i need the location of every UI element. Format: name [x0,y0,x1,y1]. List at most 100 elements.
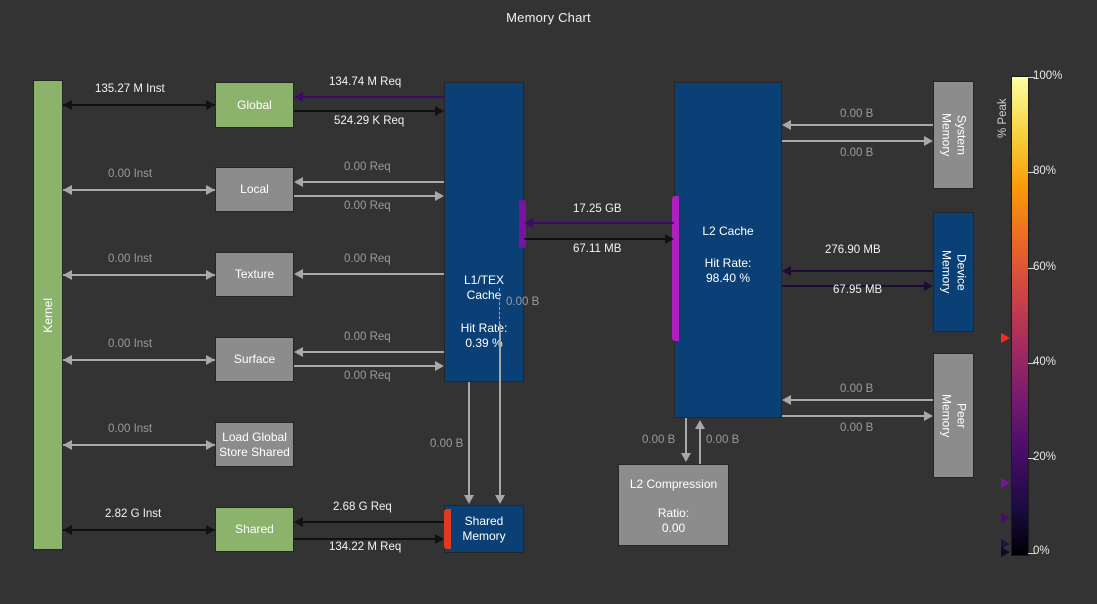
l2-throughput-bar [672,196,679,341]
node-l1tex-hitrate-label: Hit Rate: [460,321,508,335]
edge-label-comp-down: 0.00 B [642,434,676,446]
edge-label-devmem-in: 276.90 MB [825,244,881,256]
node-system-memory[interactable]: System Memory [933,81,974,189]
edge-kernel-shared-arrow-left [63,525,72,535]
edge-surface-to-l1-arrow [435,361,444,371]
colorbar-tick-40 [1028,363,1035,364]
edge-kernel-lgss-arrow-right [206,440,215,450]
edge-l1-to-smem-a-arrow [464,495,474,504]
colorbar-label-60: 60% [1033,261,1057,273]
edge-l2-to-l2comp [685,418,687,455]
edge-label-l2-to-l1: 17.25 GB [573,203,622,215]
edge-kernel-shared [63,529,215,531]
edge-label-comp-up: 0.00 B [706,434,740,446]
edge-kernel-local-arrow-right [206,185,215,195]
edge-l1-to-smem-a [468,382,470,497]
edge-l2-to-sysmem-arrow [924,136,933,146]
node-shared-memory[interactable]: Shared Memory [444,505,524,553]
edge-label-l1-to-smem-a: 0.00 B [430,438,464,450]
edge-l1-to-global-arrow [294,92,303,102]
node-system-memory-label: System Memory [939,113,969,157]
node-shared-memory-label: Shared Memory [462,514,506,543]
edge-label-kernel-surface: 0.00 Inst [108,338,153,350]
colorbar-tick-100 [1028,77,1035,78]
shared-memory-throughput-bar [444,509,451,549]
edge-label-surface-in: 0.00 Req [344,331,391,343]
page-title: Memory Chart [506,10,591,25]
edge-l2comp-to-l2-arrow [695,420,705,429]
edge-l2-to-peermem [782,415,924,417]
node-local[interactable]: Local [215,167,294,212]
node-l2-hitrate-label: Hit Rate: [704,256,752,270]
edge-shared-to-smem-arrow [435,534,444,544]
edge-label-surface-out: 0.00 Req [344,370,391,382]
edge-l1-to-smem-b [499,324,501,497]
node-device-memory-label: Device Memory [939,250,969,294]
edge-l1-to-smem-b-dashed [499,288,500,324]
colorbar-marker-5 [1001,547,1010,557]
node-peer-memory-label: Peer Memory [939,393,969,438]
edge-label-devmem-out: 67.95 MB [833,284,883,296]
colorbar-tick-20 [1028,458,1035,459]
edge-l2-to-l1-arrow [524,218,533,228]
node-device-memory[interactable]: Device Memory [933,212,974,332]
node-kernel[interactable]: Kernel [33,80,63,550]
node-surface[interactable]: Surface [215,337,294,382]
edge-sysmem-to-l2-arrow [782,120,791,130]
node-peer-memory[interactable]: Peer Memory [933,353,974,478]
node-global[interactable]: Global [215,82,294,128]
edge-smem-to-shared-arrow [294,517,303,527]
colorbar-marker-1 [1001,333,1010,343]
edge-l1-to-local [303,181,444,183]
node-shared-label: Shared [235,522,274,536]
edge-l1-to-l2 [524,238,665,240]
edge-kernel-surface-arrow-right [206,355,215,365]
edge-kernel-texture [63,274,215,276]
colorbar-gradient [1011,76,1029,556]
edge-kernel-texture-arrow-left [63,270,72,280]
colorbar-label-80: 80% [1033,165,1057,177]
edge-kernel-local-arrow-left [63,185,72,195]
edge-l2comp-to-l2 [699,428,701,464]
edge-label-peermem-in: 0.00 B [840,383,874,395]
edge-label-sysmem-in: 0.00 B [840,108,874,120]
colorbar-tick-80 [1028,172,1035,173]
edge-l1-to-local-arrow [294,177,303,187]
edge-surface-to-l1 [294,365,435,367]
edge-smem-to-shared [303,521,444,523]
node-texture[interactable]: Texture [215,252,294,297]
edge-l1-to-global [303,96,444,98]
edge-kernel-global-arrow-left [63,100,72,110]
node-texture-label: Texture [234,267,275,281]
node-l2-compression[interactable]: L2 Compression Ratio: 0.00 [618,464,729,546]
colorbar-title: % Peak [997,98,1009,138]
node-l1tex-cache[interactable]: L1/TEX Cache Hit Rate: 0.39 % [444,82,524,382]
colorbar-label-0: 0% [1033,545,1050,557]
edge-l1-to-surface [303,351,444,353]
edge-l2-to-sysmem [782,140,924,142]
node-l1tex-label: L1/TEX Cache [463,273,505,302]
node-l2comp-ratio-label: Ratio: [657,506,690,520]
node-l2-cache[interactable]: L2 Cache Hit Rate: 98.40 % [674,82,782,418]
edge-l2-to-devmem-arrow [924,281,933,291]
edge-label-kernel-texture: 0.00 Inst [108,253,153,265]
edge-kernel-lgss [63,444,215,446]
node-global-label: Global [237,97,272,112]
edge-l2-to-peermem-arrow [924,411,933,421]
colorbar-tick-60 [1028,268,1035,269]
edge-label-kernel-global: 135.27 M Inst [95,83,165,95]
node-l2-label: L2 Cache [702,224,754,238]
edge-l2-to-l1 [533,222,674,224]
edge-label-kernel-shared: 2.82 G Inst [105,508,162,520]
edge-l1-to-texture [303,273,444,275]
edge-kernel-texture-arrow-right [206,270,215,280]
node-kernel-label: Kernel [40,297,55,333]
edge-global-to-l1-arrow [435,106,444,116]
node-load-global-store-shared[interactable]: Load Global Store Shared [215,422,294,467]
edge-devmem-to-l2 [791,270,933,272]
node-surface-label: Surface [233,352,276,366]
node-shared[interactable]: Shared [215,507,294,552]
edge-label-global-in: 134.74 M Req [329,76,402,88]
edge-peermem-to-l2 [791,399,933,401]
edge-peermem-to-l2-arrow [782,395,791,405]
